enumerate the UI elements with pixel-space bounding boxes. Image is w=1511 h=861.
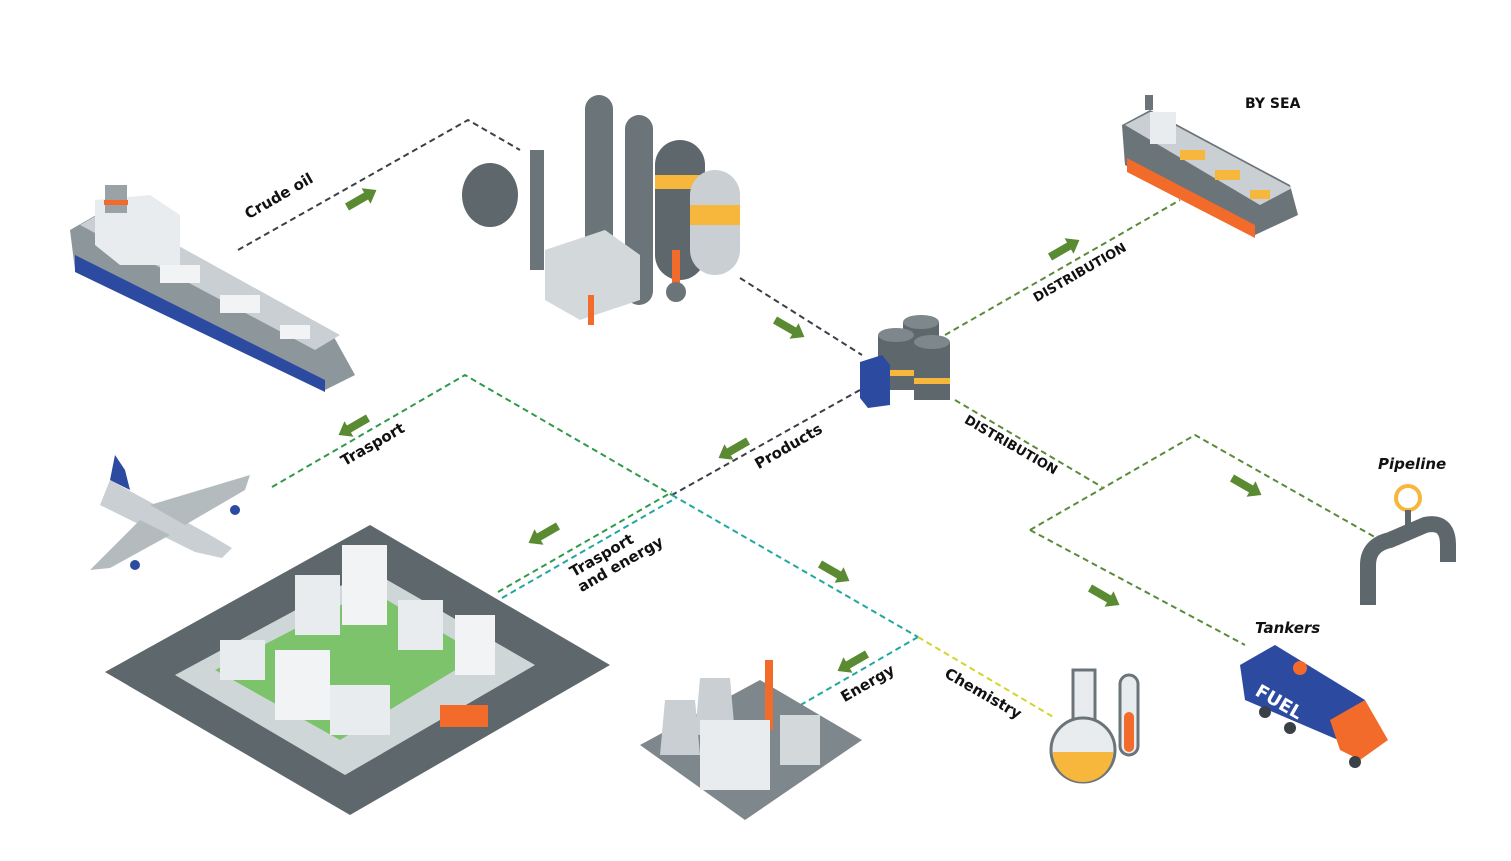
- arrow-icon: [773, 316, 805, 339]
- chemistry-line: [917, 636, 1056, 719]
- crude-oil-tanker-illustration: [70, 185, 355, 392]
- arrow-icon: [837, 650, 869, 673]
- arrow-icon: [1230, 474, 1262, 497]
- crude-oil-line: [237, 118, 521, 251]
- airplane-illustration: [90, 455, 250, 570]
- arrow-icon: [1048, 238, 1080, 261]
- trasport-line: [271, 373, 673, 496]
- label-pipeline: Pipeline: [1378, 455, 1447, 473]
- power-plant-illustration: [640, 660, 862, 820]
- refinery-illustration: [462, 95, 740, 325]
- energy-line: [791, 636, 919, 711]
- arrow-icon: [718, 437, 750, 460]
- label-by-sea: BY SEA: [1245, 96, 1301, 112]
- trasport-energy-line-teal: [501, 497, 677, 599]
- label-tankers: Tankers: [1255, 619, 1321, 637]
- sea-distribution-line: [944, 199, 1181, 336]
- arrow-icon: [818, 560, 850, 583]
- arrow-icon: [345, 188, 377, 211]
- energy-main-line: [671, 494, 919, 638]
- sea-tanker-illustration: [1122, 95, 1298, 238]
- pipeline-line: [1029, 433, 1381, 541]
- trasport-energy-line-green: [497, 491, 673, 593]
- chemistry-flask-illustration: [1049, 668, 1140, 784]
- arrow-icon: [1088, 584, 1120, 607]
- land-distribution-line: [954, 399, 1103, 488]
- city-illustration: [105, 525, 610, 815]
- tankers-line: [1029, 529, 1246, 646]
- products-line: [671, 389, 861, 496]
- pipeline-valve-illustration: [1360, 484, 1456, 605]
- fuel-truck-illustration: [1240, 645, 1388, 768]
- arrow-icon: [528, 522, 560, 545]
- arrow-icon: [338, 414, 370, 437]
- oil-barrels-illustration: [860, 315, 950, 408]
- refinery-products-line: [739, 277, 863, 356]
